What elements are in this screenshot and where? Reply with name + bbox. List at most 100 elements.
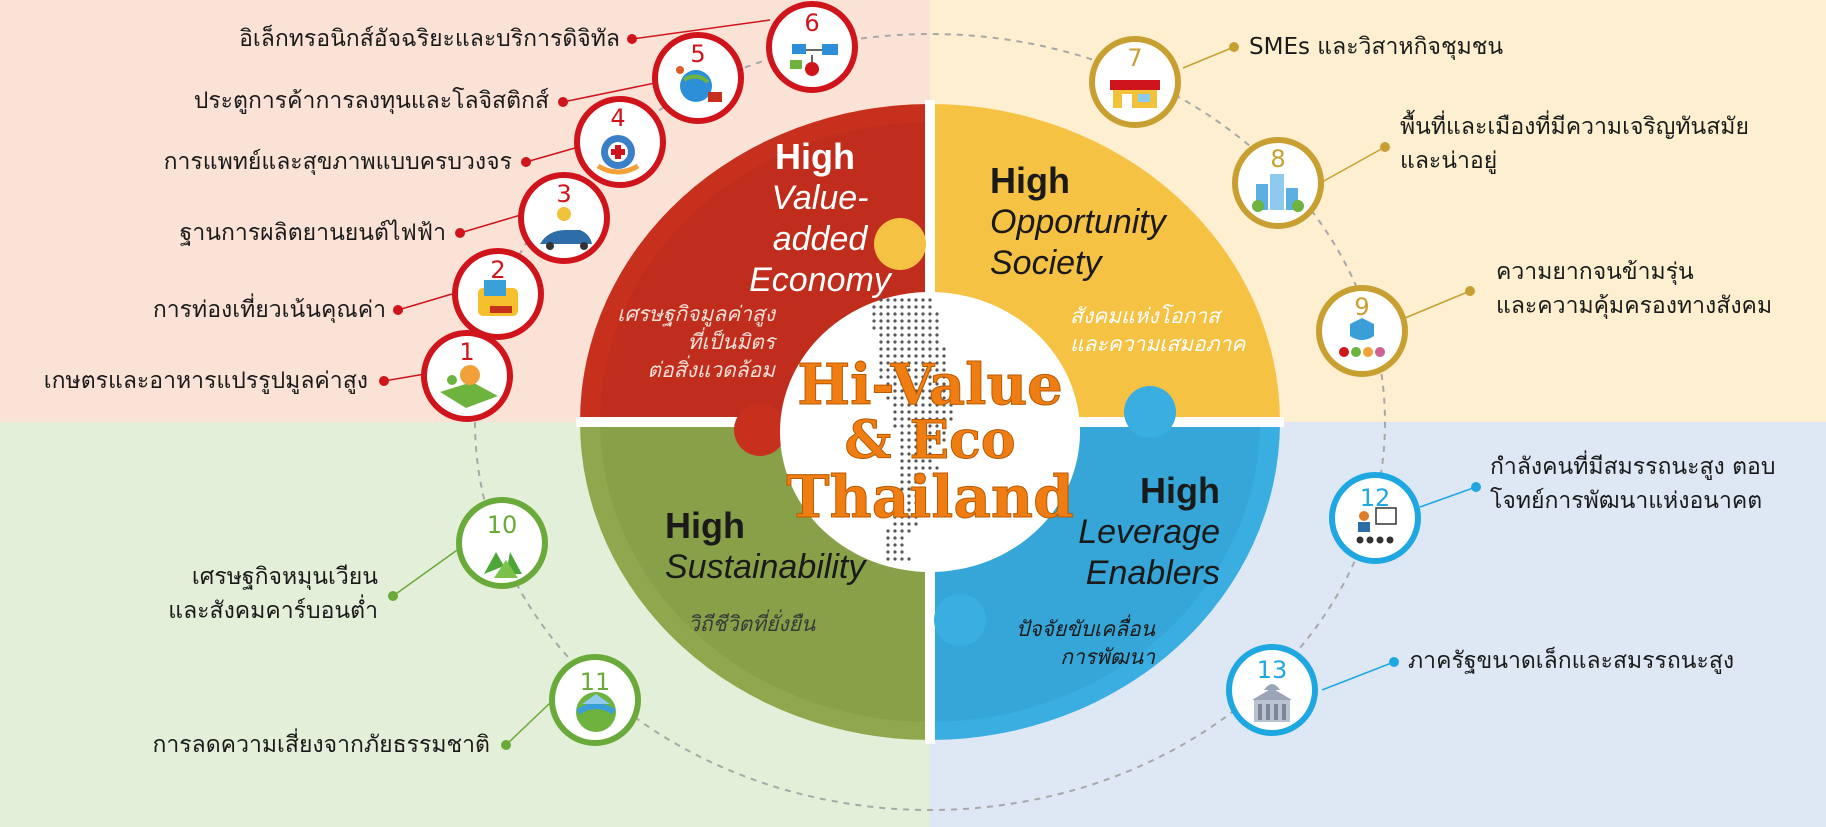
map-dot [886,382,890,386]
map-dot [921,417,925,421]
map-dot [900,410,904,414]
map-dot [921,438,925,442]
map-dot [942,354,946,358]
map-dot [914,501,918,505]
map-dot [907,361,911,365]
map-dot [907,480,911,484]
milestone-circle-4 [574,96,666,188]
map-dot [949,389,953,393]
map-dot [921,382,925,386]
map-dot [893,396,897,400]
milestone-label: ความยากจนข้ามรุ่นและความคุ้มครองทางสังคม [1496,259,1773,319]
map-dot [921,305,925,309]
map-dot [893,319,897,323]
map-dot [907,340,911,344]
map-dot [907,298,911,302]
map-dot [893,501,897,505]
map-dot [900,417,904,421]
map-dot [928,326,932,330]
milestone-number: 10 [486,511,518,539]
map-dot [914,459,918,463]
milestone-label: เศรษฐกิจหมุนเวียนและสังคมคาร์บอนต่ำ [168,564,378,624]
map-dot [907,431,911,435]
map-dot [914,347,918,351]
milestone-number: 1 [459,338,475,366]
map-dot [886,298,890,302]
map-dot [886,340,890,344]
map-dot [907,466,911,470]
milestone-label: การลดความเสี่ยงจากภัยธรรมชาติ [152,732,490,758]
connector-lines [379,19,1481,750]
map-dot [907,410,911,414]
map-dot [907,368,911,372]
map-dot [949,403,953,407]
map-dot [900,473,904,477]
map-dot [914,375,918,379]
map-dot [921,389,925,393]
milestone-number: 4 [610,104,626,132]
map-dot [879,319,883,323]
map-dot [907,522,911,526]
theme-subtitle-value: เศรษฐกิจมูลค่าสูง ที่เป็นมิตร ต่อสิ่งแวด… [617,302,775,382]
map-dot [893,494,897,498]
map-dot [907,354,911,358]
theme-title-value: High Value- added Economy [749,136,891,299]
map-dot [942,417,946,421]
map-dot [928,340,932,344]
map-dot [886,396,890,400]
map-dot [942,438,946,442]
map-dot [935,368,939,372]
map-dot [935,403,939,407]
center-title-line: & Eco [844,410,1016,471]
theme-subtitle-opportunity: สังคมแห่งโอกาส และความเสมอภาค [1070,304,1246,356]
map-dot [900,480,904,484]
map-dot [907,347,911,351]
map-dot [928,438,932,442]
map-dot [886,550,890,554]
milestone-label: ฐานการผลิตยานยนต์ไฟฟ้า [179,220,446,246]
map-dot [928,305,932,309]
map-dot [928,312,932,316]
map-dot [900,508,904,512]
map-dot [935,347,939,351]
map-dot [935,361,939,365]
medical-care-icon [596,135,640,175]
map-dot [921,466,925,470]
milestone-number: 5 [690,40,706,68]
map-dot [935,417,939,421]
map-dot [900,368,904,372]
map-dot [942,375,946,379]
map-dot [942,403,946,407]
map-dot [942,361,946,365]
map-dot [921,410,925,414]
milestone-circle-1 [421,330,513,422]
map-dot [893,515,897,519]
social-protection-icon [1339,318,1385,357]
map-dot [907,557,911,561]
orbit-ring [474,33,1386,811]
map-dot [928,396,932,400]
map-dot [900,312,904,316]
map-dot [921,298,925,302]
map-dot [879,361,883,365]
map-dot [872,326,876,330]
map-dot [907,312,911,316]
map-dot [907,305,911,309]
global-logistics-icon [676,66,722,102]
map-dot [879,312,883,316]
map-dot [914,494,918,498]
map-dot [921,487,925,491]
electric-vehicle-icon [540,207,592,250]
digital-network-icon [790,44,838,76]
map-dot [935,466,939,470]
map-dot [921,431,925,435]
map-dot [907,438,911,442]
map-dot [893,326,897,330]
center-title-line: Thailand [786,463,1074,531]
map-dot [907,452,911,456]
milestone-label: พื้นที่และเมืองที่มีความเจริญทันสมัยและน… [1400,114,1749,174]
map-dot [914,396,918,400]
map-dot [907,494,911,498]
government-building-icon [1252,684,1292,722]
